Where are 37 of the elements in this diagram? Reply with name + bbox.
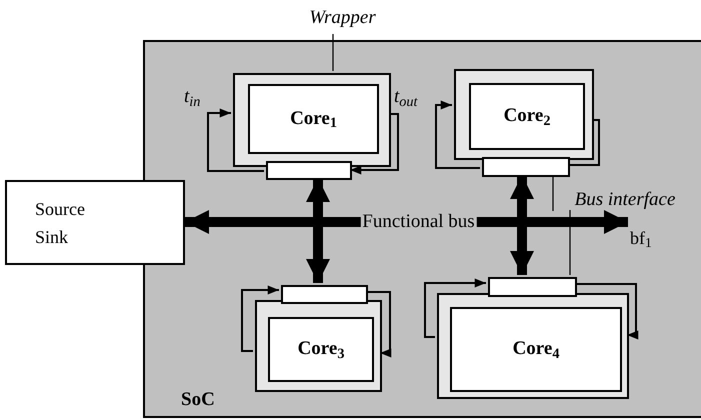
leader-line	[569, 210, 571, 275]
test-arrow	[435, 100, 480, 169]
bus-interface-bar	[482, 157, 570, 177]
source-sink-box	[5, 180, 185, 265]
signal-label: t$_{out}$	[394, 86, 418, 108]
callout-label: Wrapper	[309, 6, 376, 30]
core-box	[469, 83, 585, 150]
leader-line	[332, 34, 334, 71]
wrapper-box	[437, 293, 629, 399]
soc-label: SoC	[181, 388, 215, 412]
test-arrow	[207, 108, 264, 172]
bus-arrow	[510, 175, 534, 275]
core-label: Core$_{1}$	[290, 106, 337, 134]
leader-line	[552, 175, 554, 212]
source-sink-label: Source Sink	[35, 198, 86, 248]
core-box	[268, 317, 374, 382]
signal-label: t$_{in}$	[184, 86, 200, 108]
bus-name-label: bf$_{1}$	[630, 227, 652, 252]
core-label: Core$_{4}$	[512, 337, 560, 364]
test-arrow	[350, 113, 399, 174]
test-arrow	[575, 283, 638, 340]
core-box	[248, 84, 379, 154]
bus-interface-bar	[488, 277, 577, 297]
wrapper-box	[255, 300, 382, 392]
core-box	[450, 307, 622, 392]
soc-box	[143, 40, 701, 418]
test-arrow	[424, 278, 486, 338]
bus-interface-bar	[266, 161, 352, 180]
test-arrow	[241, 286, 279, 352]
core-label: Core$_{2}$	[504, 104, 550, 131]
core-label: Core$_{3}$	[298, 337, 344, 364]
test-arrow	[366, 291, 392, 358]
wrapper-box	[454, 69, 594, 160]
bus-interface-bar	[281, 285, 368, 304]
bus-arrow	[306, 178, 330, 283]
wrapper-box	[233, 73, 391, 167]
callout-label: Bus interface	[574, 188, 676, 212]
